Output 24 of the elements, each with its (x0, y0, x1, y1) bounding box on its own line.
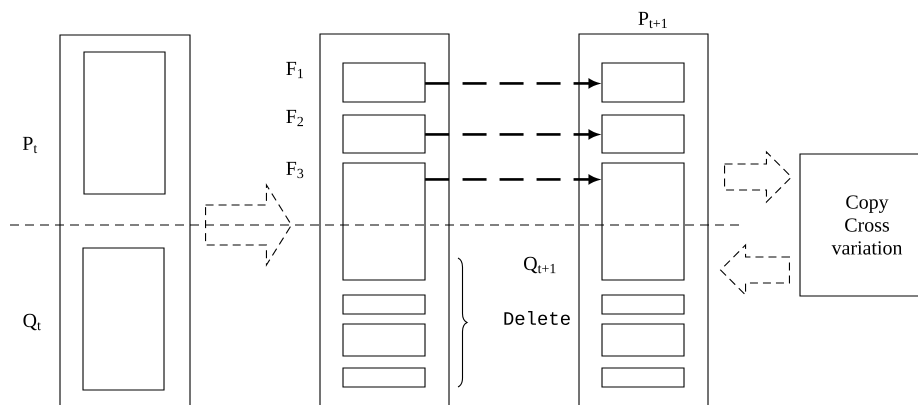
block-box (601, 367, 685, 388)
column-box (59, 34, 191, 405)
block-box (601, 114, 685, 154)
block-box (342, 367, 426, 388)
block-box (342, 294, 426, 315)
brace-label: Delete (504, 311, 570, 325)
node-label: P$_{t+1}$ (638, 12, 667, 28)
side-label: Q$_{t+1}$ (524, 256, 556, 274)
side-label: P$_{t}$ (22, 136, 38, 154)
process-box: Copy Cross variation (799, 153, 918, 297)
block-box (601, 62, 685, 103)
block-box (601, 294, 685, 315)
side-label: F$_{3}$ (286, 162, 304, 178)
block-arrow (205, 183, 292, 267)
column-box (319, 33, 450, 405)
block-box (342, 323, 426, 357)
block-box (601, 162, 685, 281)
block-box (601, 323, 685, 357)
side-label: F$_{1}$ (286, 62, 303, 78)
block-arrow (724, 150, 792, 204)
side-label: F$_{2}$ (286, 110, 304, 126)
side-label: Q$_{t}$ (23, 314, 41, 330)
column-box: P$_{t+1}$ (578, 12, 709, 405)
block-arrow (720, 244, 790, 296)
